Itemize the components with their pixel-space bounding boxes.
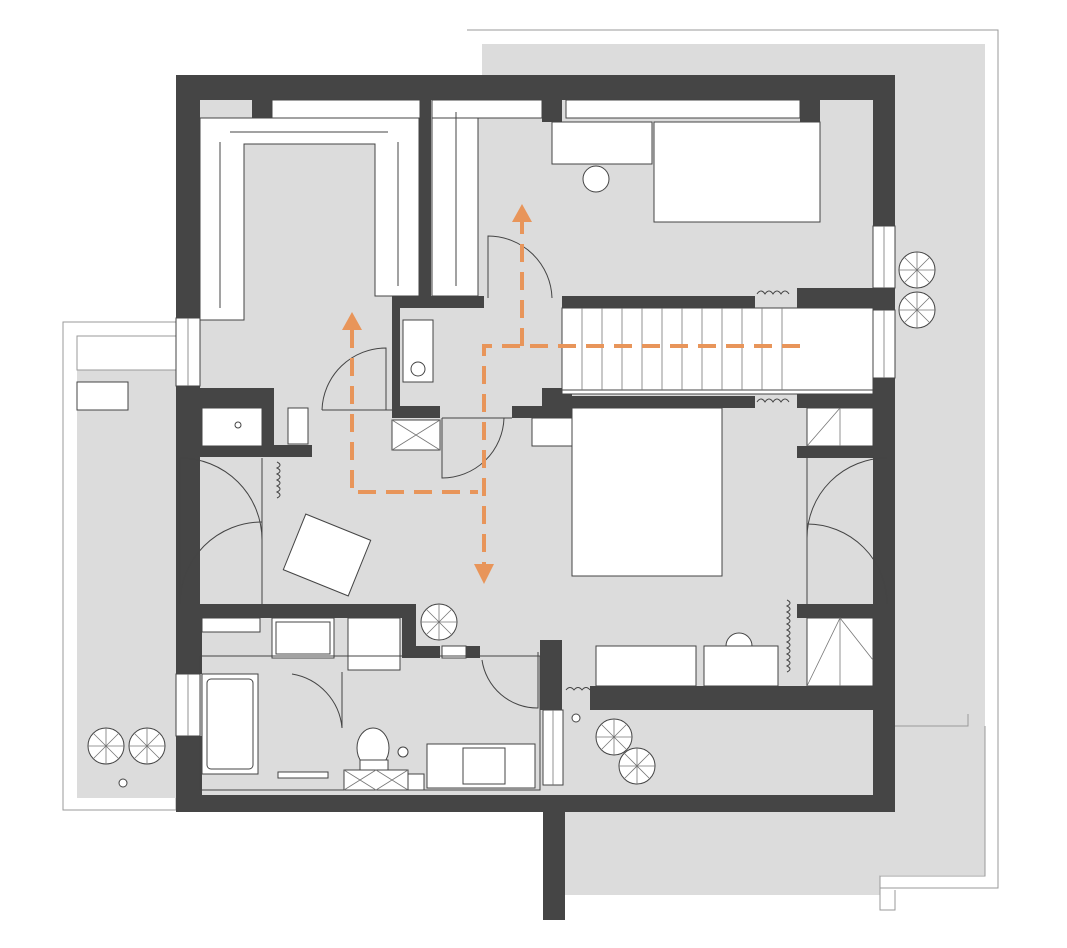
terrace-west: [77, 370, 176, 798]
plant-icon: [898, 251, 936, 289]
radiator-icon: [275, 461, 281, 499]
bedroom-south: [420, 407, 874, 691]
plant-icon: [128, 727, 166, 765]
terrace-west-parapet: [76, 335, 177, 371]
door-swing-icon: [179, 457, 263, 605]
vanity: [201, 617, 261, 633]
route-line: [482, 344, 800, 566]
door-swing-icon: [291, 672, 343, 729]
armchair: [282, 513, 372, 597]
plants-terraces: [87, 713, 656, 788]
window: [431, 99, 543, 119]
door-swing-icon: [481, 652, 539, 709]
shower: [426, 743, 536, 789]
circulation-arrow-icon: [342, 312, 362, 330]
bathtub-icon: [201, 673, 259, 775]
stool: [287, 407, 309, 445]
bed: [571, 407, 723, 577]
desk: [551, 121, 653, 165]
radiator-icon: [565, 687, 591, 691]
plant-icon: [595, 718, 633, 756]
chair: [582, 165, 610, 193]
wardrobe: [199, 112, 479, 321]
sink: [402, 319, 434, 383]
hall: [201, 319, 441, 597]
terrace-west-bench: [76, 381, 129, 411]
lamp-icon: [118, 778, 128, 788]
washing-machine: [271, 617, 335, 659]
circulation-routes: [342, 204, 800, 584]
radiator-icon: [756, 398, 790, 403]
cabinet: [347, 617, 401, 671]
doors: [179, 235, 888, 729]
desk: [703, 645, 779, 687]
circulation-arrow-icon: [512, 204, 532, 222]
lamp-icon: [571, 713, 581, 723]
shelf: [201, 407, 263, 447]
plant-icon: [618, 747, 656, 785]
plants-east: [898, 251, 936, 329]
bathroom: [199, 617, 541, 791]
window: [565, 99, 801, 119]
bed: [653, 121, 821, 223]
door-swing-icon: [321, 347, 387, 411]
wardrobe-shelving: [199, 117, 420, 321]
window: [271, 99, 421, 119]
door-swing-icon: [806, 457, 888, 605]
door-swing-icon: [487, 235, 553, 299]
plant-icon: [898, 291, 936, 329]
radiator-icon: [756, 290, 790, 295]
plant-icon: [87, 727, 125, 765]
radiator-icon: [785, 599, 791, 673]
towel-rail: [277, 771, 329, 779]
circulation-arrow-icon: [474, 564, 494, 584]
bedroom-north: [551, 121, 821, 223]
staircase: [561, 290, 874, 403]
plant-icon: [420, 603, 458, 641]
dresser: [595, 645, 697, 687]
sink-icon: [410, 361, 426, 377]
